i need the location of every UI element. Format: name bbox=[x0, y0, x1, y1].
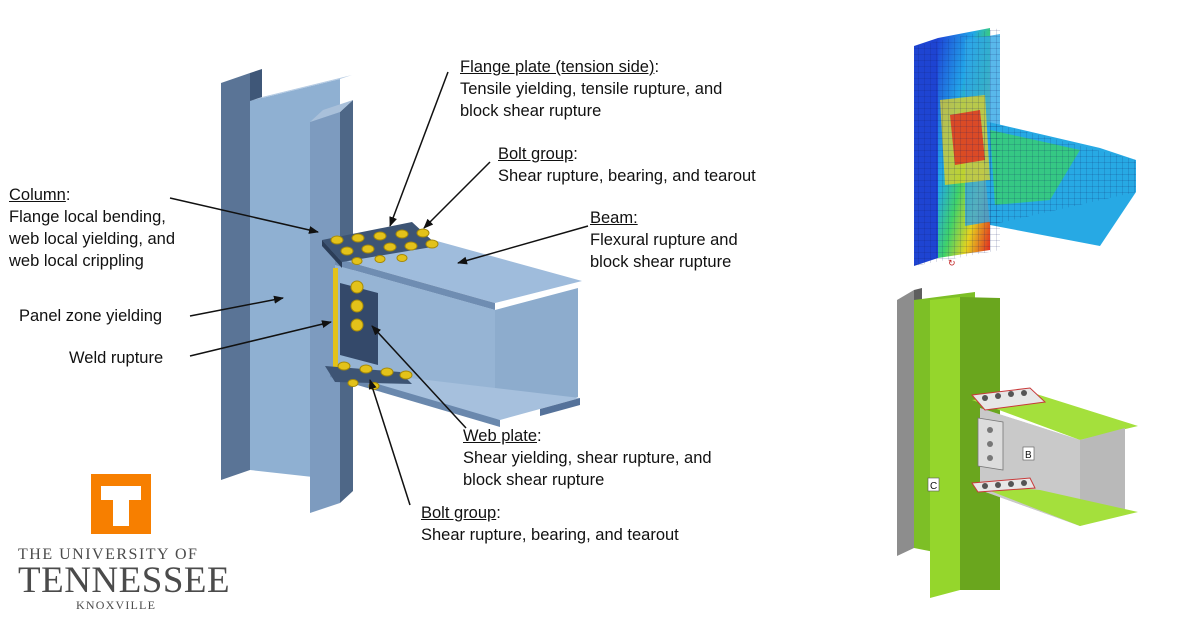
fe-stress-contour-model: ↻ bbox=[914, 28, 1136, 268]
label-flange-plate-line2: block shear rupture bbox=[460, 102, 602, 120]
label-bolt-group-bottom: Bolt group: Shear rupture, bearing, and … bbox=[421, 504, 679, 544]
logo-line-university: THE UNIVERSITY OF bbox=[18, 546, 199, 563]
label-beam-head: Beam: bbox=[590, 209, 638, 227]
label-bolt-group-bottom-line1: Shear rupture, bearing, and tearout bbox=[421, 526, 679, 544]
label-web-plate-head: Web plate bbox=[463, 427, 537, 445]
column-model bbox=[221, 69, 353, 513]
label-bolt-group-top: Bolt group: Shear rupture, bearing, and … bbox=[498, 145, 756, 185]
label-flange-plate-head: Flange plate (tension side) bbox=[460, 58, 655, 76]
svg-text:↻: ↻ bbox=[948, 258, 956, 268]
label-web-plate: Web plate: Shear yielding, shear rupture… bbox=[463, 427, 712, 489]
label-column: Column: Flange local bending, web local … bbox=[9, 186, 176, 270]
fe-label-beam: B bbox=[1025, 450, 1032, 461]
label-panel-zone: Panel zone yielding bbox=[19, 305, 162, 327]
label-beam-line2: block shear rupture bbox=[590, 253, 732, 271]
arrow-beam bbox=[457, 225, 589, 265]
label-column-line1: Flange local bending, bbox=[9, 208, 166, 226]
label-weld-text: Weld rupture bbox=[69, 349, 164, 367]
label-bolt-group-bottom-head: Bolt group bbox=[421, 504, 497, 522]
arrow-web-plate bbox=[371, 325, 467, 429]
label-column-line3: web local crippling bbox=[9, 252, 144, 270]
arrow-column bbox=[169, 197, 319, 234]
label-column-line2: web local yielding, and bbox=[9, 230, 176, 248]
arrow-bolt-group-top bbox=[423, 161, 491, 229]
label-column-head: Column bbox=[9, 186, 66, 204]
leader-arrows bbox=[169, 71, 589, 506]
weld bbox=[333, 268, 338, 368]
label-weld: Weld rupture bbox=[69, 347, 163, 369]
label-panel-zone-text: Panel zone yielding bbox=[19, 307, 163, 325]
bolt-group-top bbox=[330, 228, 439, 265]
label-beam-line1: Flexural rupture and bbox=[590, 231, 738, 249]
bolt-group-web bbox=[350, 280, 364, 332]
label-bolt-group-top-head: Bolt group bbox=[498, 145, 574, 163]
arrow-weld bbox=[189, 320, 332, 357]
fe-label-column: C bbox=[930, 481, 937, 492]
label-web-plate-line2: block shear rupture bbox=[463, 471, 605, 489]
label-bolt-group-top-line1: Shear rupture, bearing, and tearout bbox=[498, 167, 756, 185]
logo-line-knoxville: KNOXVILLE bbox=[76, 598, 157, 612]
fe-solid-model: B C bbox=[897, 288, 1138, 598]
logo-line-tennessee: TENNESSEE bbox=[18, 560, 231, 601]
label-web-plate-line1: Shear yielding, shear rupture, and bbox=[463, 449, 712, 467]
label-beam: Beam: Flexural rupture and block shear r… bbox=[590, 207, 738, 273]
arrow-bolt-group-bottom bbox=[368, 379, 411, 506]
label-flange-plate: Flange plate (tension side): Tensile yie… bbox=[460, 58, 723, 120]
power-t-icon bbox=[91, 474, 151, 534]
arrow-flange-plate bbox=[389, 71, 449, 227]
label-flange-plate-line1: Tensile yielding, tensile rupture, and bbox=[460, 80, 723, 98]
arrow-panel-zone bbox=[189, 295, 284, 317]
